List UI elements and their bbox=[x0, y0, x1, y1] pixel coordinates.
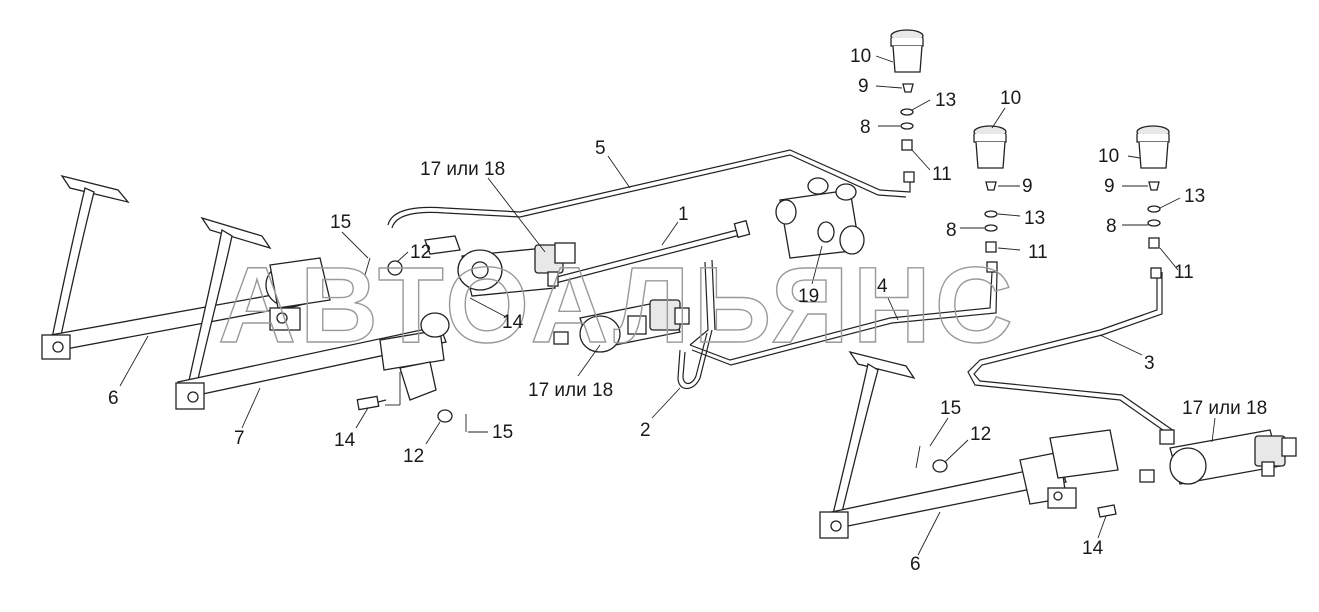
callout-8-mid: 8 bbox=[946, 220, 957, 241]
callout-9-mid: 9 bbox=[1022, 176, 1033, 197]
callout-6-right: 6 bbox=[910, 554, 921, 575]
callout-15-lower: 15 bbox=[492, 422, 513, 443]
callout-12-lower: 12 bbox=[403, 446, 424, 467]
callout-8-top: 8 bbox=[860, 117, 871, 138]
pipe-3 bbox=[967, 272, 1175, 436]
pedal-6-right bbox=[819, 350, 1119, 539]
callout-12-right: 12 bbox=[970, 424, 991, 445]
callout-13-right: 13 bbox=[1184, 186, 1205, 207]
callout-4: 4 bbox=[877, 276, 888, 297]
callout-7: 7 bbox=[234, 428, 245, 449]
callout-6-left: 6 bbox=[108, 388, 119, 409]
callout-13-mid: 13 bbox=[1024, 208, 1045, 229]
callout-17-18-mid: 17 или 18 bbox=[528, 380, 613, 401]
callout-15-top: 15 bbox=[330, 212, 351, 233]
reservoir-10-b bbox=[973, 125, 1007, 273]
callout-8-right: 8 bbox=[1106, 216, 1117, 237]
callout-9-right: 9 bbox=[1104, 176, 1115, 197]
callout-10-mid: 10 bbox=[1000, 88, 1021, 109]
callout-17-18-right: 17 или 18 bbox=[1182, 398, 1267, 419]
callout-17-18-top: 17 или 18 bbox=[420, 159, 505, 180]
pipe-1 bbox=[544, 219, 751, 286]
master-cylinder-17-18-top bbox=[457, 242, 576, 297]
pipe-5 bbox=[387, 149, 911, 229]
callout-11-top: 11 bbox=[932, 164, 952, 185]
pipe-4 bbox=[689, 259, 998, 366]
callout-3: 3 bbox=[1144, 353, 1155, 374]
watermark-text: АВТОАЛЬЯНС bbox=[218, 244, 1017, 365]
callout-14-top: 14 bbox=[502, 312, 524, 333]
pipe-2 bbox=[677, 329, 713, 390]
callout-19: 19 bbox=[798, 286, 819, 307]
cylinder-left bbox=[265, 235, 461, 338]
callout-5: 5 bbox=[595, 138, 606, 159]
callout-14-right: 14 bbox=[1082, 538, 1104, 559]
callout-10-top: 10 bbox=[850, 46, 871, 67]
callout-12-top: 12 bbox=[410, 242, 431, 263]
callout-10-right: 10 bbox=[1098, 146, 1119, 167]
callout-2: 2 bbox=[640, 420, 651, 441]
callout-11-right: 11 bbox=[1174, 262, 1194, 283]
master-cylinder-17-18-right bbox=[1139, 429, 1297, 485]
washer-12-lower bbox=[437, 409, 467, 432]
master-cylinder-17-18-mid bbox=[553, 299, 690, 353]
reservoir-10-a bbox=[890, 29, 924, 183]
valve-19 bbox=[775, 177, 865, 259]
callout-13-top: 13 bbox=[935, 90, 956, 111]
pedal-7 bbox=[175, 216, 447, 410]
callout-1: 1 bbox=[678, 204, 689, 225]
callout-labels: 10 9 13 8 11 10 9 13 8 11 10 9 13 8 11 1… bbox=[108, 46, 1267, 575]
leader-lines bbox=[119, 55, 1216, 556]
callout-11-mid: 11 bbox=[1028, 242, 1048, 263]
reservoir-10-c bbox=[1136, 125, 1170, 279]
callout-14-left: 14 bbox=[334, 430, 356, 451]
callout-9-top: 9 bbox=[858, 76, 869, 97]
callout-15-right: 15 bbox=[940, 398, 961, 419]
bolt-14-lower-left bbox=[356, 395, 387, 411]
